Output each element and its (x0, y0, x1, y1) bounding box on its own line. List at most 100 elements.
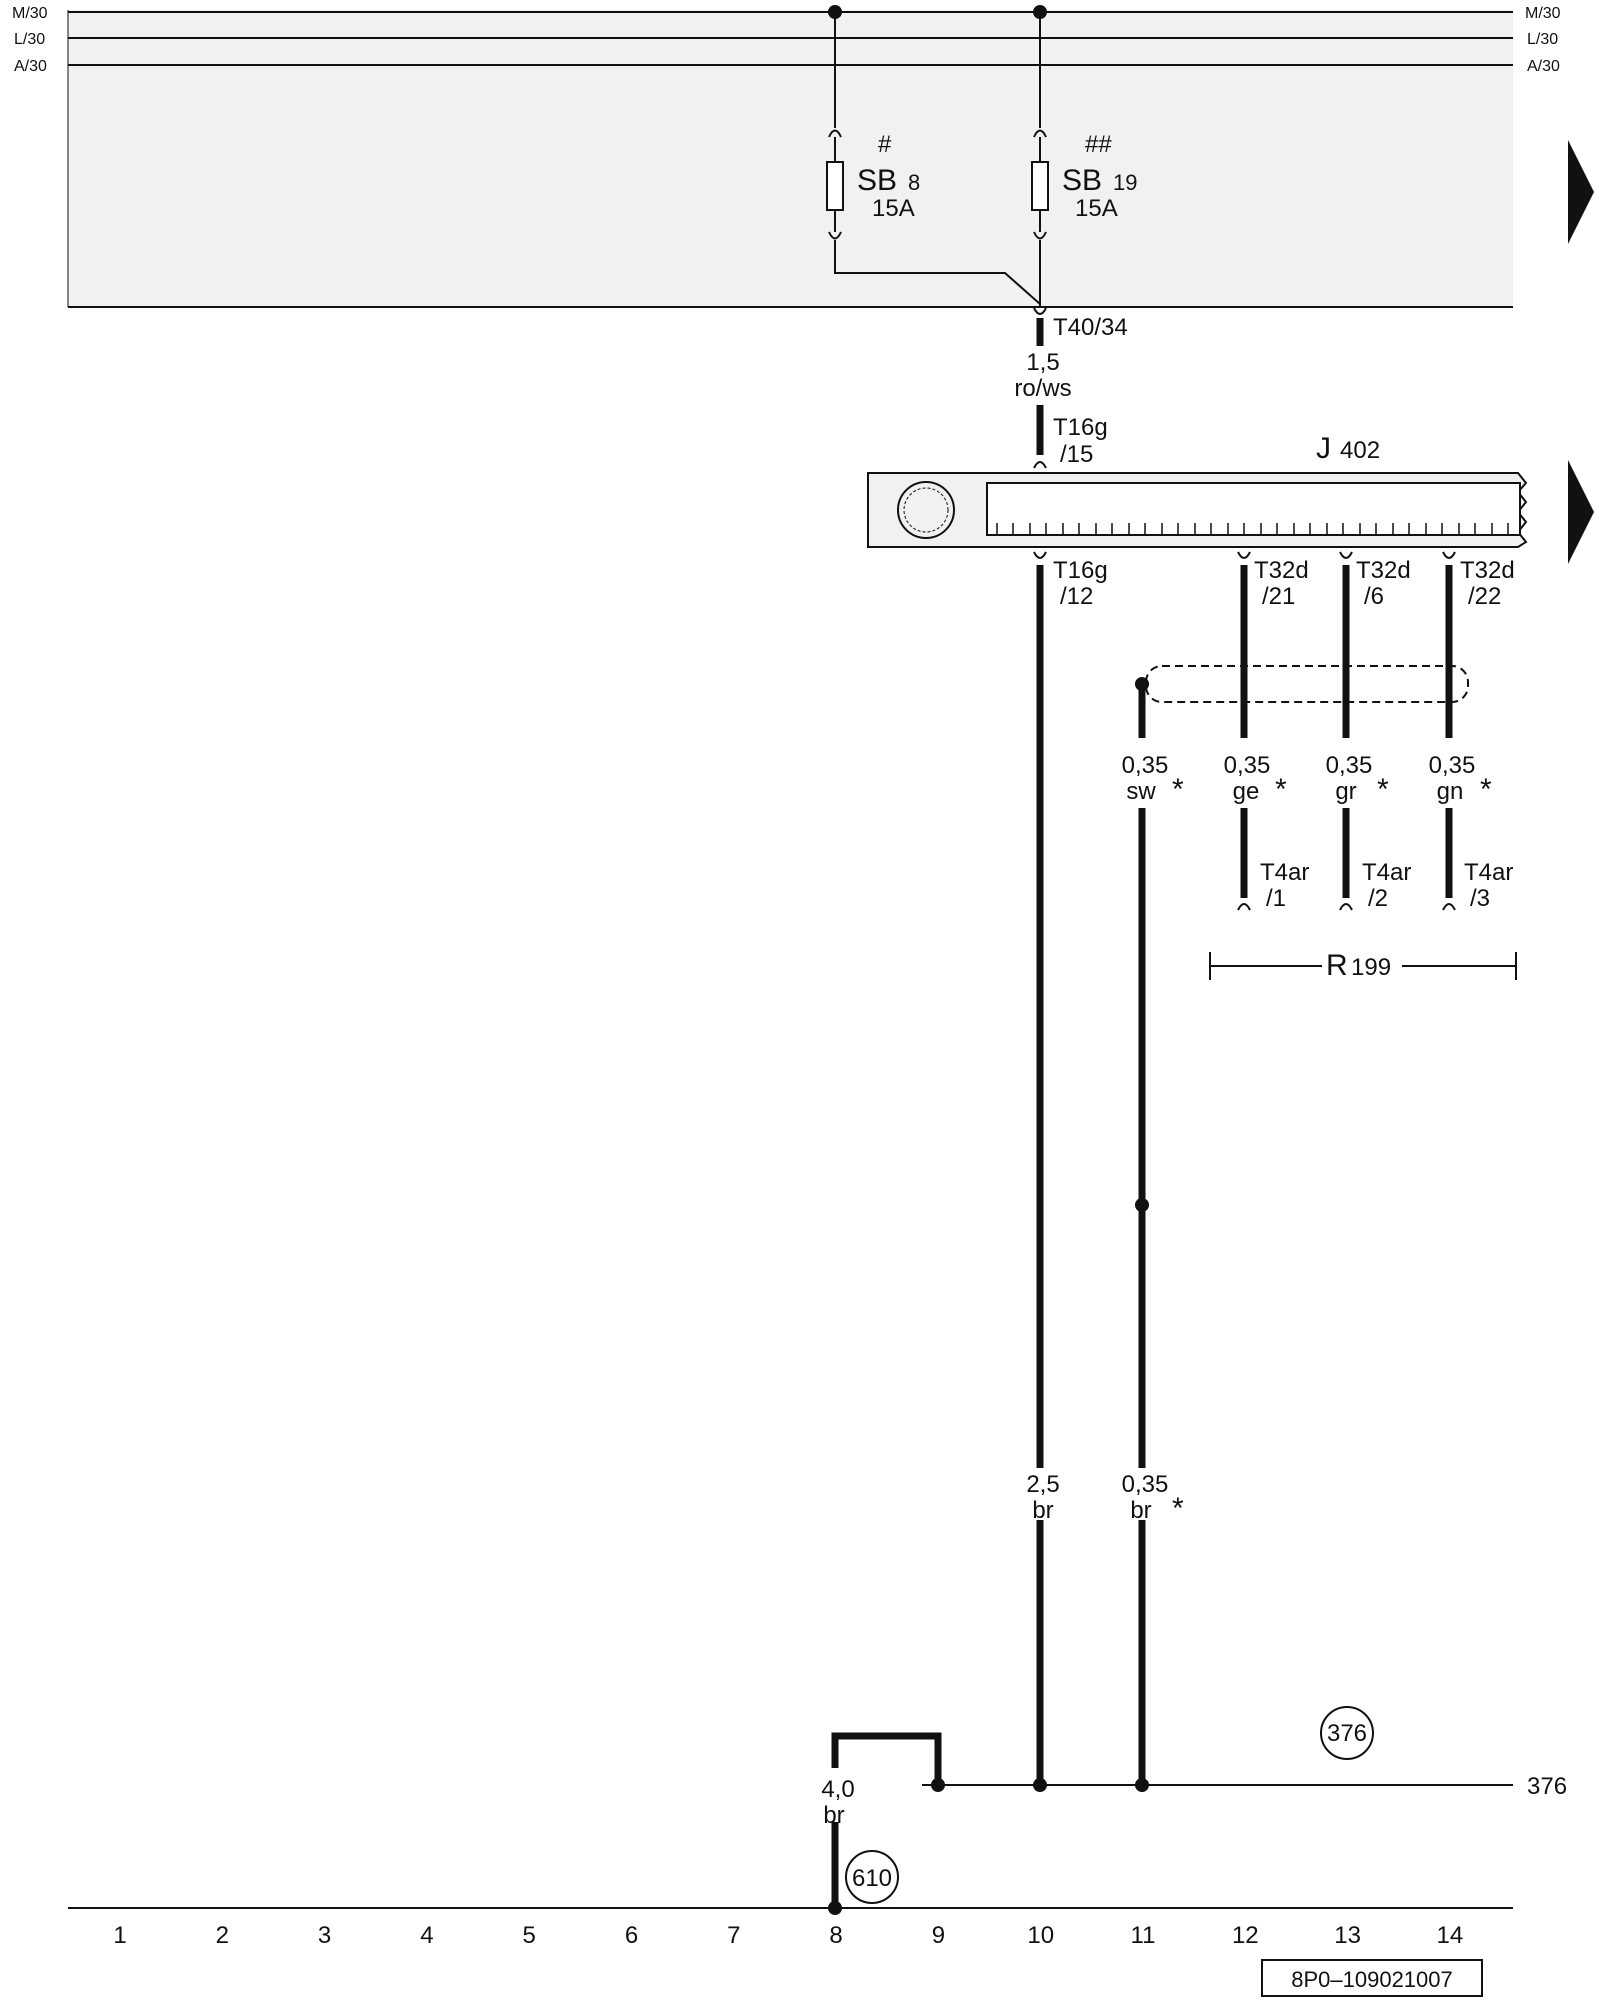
sensor-r199-name: R (1326, 949, 1348, 982)
wire-gn-size: 0,35 (1429, 752, 1476, 779)
module-j402-housing-circle-inner (903, 487, 949, 533)
fuse-sb19-number: 19 (1113, 170, 1137, 195)
column-number-2: 2 (216, 1922, 229, 1949)
connector-t40-contact (1033, 307, 1047, 315)
fuse-sb8-rating: 15A (872, 195, 915, 222)
column-number-4: 4 (420, 1922, 433, 1949)
fuse-sb19-contact-top (1033, 129, 1047, 138)
module-j402-housing-circle (897, 481, 955, 539)
wire-ge-size: 0,35 (1224, 752, 1271, 779)
rail-label-left-a30: A/30 (14, 58, 47, 75)
rail-label-right-m30: M/30 (1525, 5, 1561, 22)
rail-label-right-a30: A/30 (1527, 58, 1560, 75)
ground-point-610-label: 610 (852, 1865, 892, 1892)
ground-line-376-label: 376 (1527, 1773, 1567, 1800)
connector-t40-label: T40/34 (1053, 314, 1128, 341)
connector-t32d-21-label-a: T32d (1254, 557, 1309, 584)
column-number-7: 7 (727, 1922, 740, 1949)
rail-label-left-m30: M/30 (12, 5, 48, 22)
fuse-sb19-rating: 15A (1075, 195, 1118, 222)
column-number-12: 12 (1232, 1922, 1259, 1949)
wire-br11-size: 0,35 (1122, 1471, 1169, 1498)
connector-t16g-15-label-a: T16g (1053, 414, 1108, 441)
fuse-sb19-contact-bottom (1033, 231, 1047, 240)
wire-br10-size: 2,5 (1026, 1471, 1059, 1498)
wire-main-color: ro/ws (1014, 375, 1071, 402)
column-number-3: 3 (318, 1922, 331, 1949)
wire-sw-color: sw (1126, 778, 1156, 805)
rail-label-left-l30: L/30 (14, 31, 45, 48)
wire-ge-star: * (1275, 773, 1287, 806)
continuation-arrow-top (1568, 140, 1594, 244)
connector-t16g-12-contact (1033, 551, 1047, 559)
fuse-panel-area (68, 10, 1513, 307)
wire-br8-size: 4,0 (821, 1776, 854, 1803)
connector-t32d-6-label-a: T32d (1356, 557, 1411, 584)
fuse-sb8 (826, 161, 844, 211)
ground-point-610-circle (845, 1850, 899, 1904)
wire-gr-size: 0,35 (1326, 752, 1373, 779)
wire-br8-bridge (831, 1732, 942, 1782)
fuse-sb8-name: SB (857, 164, 897, 197)
fuse-sb8-contact-top (828, 129, 842, 138)
connector-t32d-22-label-a: T32d (1460, 557, 1515, 584)
column-number-8: 8 (829, 1922, 842, 1949)
cable-screen (1145, 665, 1469, 703)
connector-t32d-22-contact (1442, 551, 1456, 559)
connector-t4ar-2-label-a: T4ar (1362, 859, 1411, 886)
wire-gn-star: * (1480, 773, 1492, 806)
junction-dot-col11-mid (1135, 1198, 1149, 1212)
fuse-sb19 (1031, 161, 1049, 211)
column-number-11: 11 (1131, 1922, 1156, 1949)
column-number-13: 13 (1334, 1922, 1361, 1949)
column-number-1: 1 (113, 1922, 126, 1949)
connector-t4ar-2-label-b: /2 (1368, 885, 1388, 912)
column-number-6: 6 (625, 1922, 638, 1949)
wire-main-size: 1,5 (1026, 349, 1059, 376)
module-j402-connector-strip (986, 482, 1521, 536)
wire-gn-color: gn (1437, 778, 1464, 805)
wire-br11-color: br (1130, 1497, 1151, 1524)
connector-t4ar-3-contact (1442, 903, 1456, 911)
column-number-10: 10 (1027, 1922, 1054, 1949)
connector-t4ar-1-contact (1237, 903, 1251, 911)
connector-t16g-15-contact (1033, 461, 1047, 469)
wire-sw-size: 0,35 (1122, 752, 1169, 779)
fuse-sb8-mark: # (878, 131, 892, 158)
connector-t16g-12-label-a: T16g (1053, 557, 1108, 584)
connector-t4ar-3-label-b: /3 (1470, 885, 1490, 912)
column-number-14: 14 (1437, 1922, 1464, 1949)
module-j402-name: J (1316, 432, 1331, 465)
wire-sb8-to-junction (834, 240, 1041, 305)
wire-gr-star: * (1377, 773, 1389, 806)
doc-id-text: 8P0–109021007 (1291, 1967, 1453, 1992)
module-j402-number: 402 (1340, 437, 1380, 464)
junction-dot-376-col11 (1135, 1778, 1149, 1792)
doc-id-box (1261, 1959, 1483, 1997)
connector-t32d-22-label-b: /22 (1468, 583, 1501, 610)
connector-t4ar-3-label-a: T4ar (1464, 859, 1513, 886)
ground-point-376-label: 376 (1327, 1720, 1367, 1747)
continuation-arrow-module (1568, 460, 1594, 564)
wire-br11-star: * (1172, 1492, 1184, 1525)
wire-ge-color: ge (1233, 778, 1260, 805)
fuse-sb8-number: 8 (908, 170, 920, 195)
connector-t4ar-1-label-b: /1 (1266, 885, 1286, 912)
connector-t32d-21-label-b: /21 (1262, 583, 1295, 610)
column-number-9: 9 (932, 1922, 945, 1949)
connector-t32d-6-label-b: /6 (1364, 583, 1384, 610)
wire-br10-color: br (1032, 1497, 1053, 1524)
ground-point-376-circle (1320, 1706, 1374, 1760)
connector-t16g-15-label-b: /15 (1060, 441, 1093, 468)
wire-gr-color: gr (1335, 778, 1356, 805)
module-j402-pin-ticks (996, 523, 1509, 535)
fuse-sb8-contact-bottom (828, 231, 842, 240)
sensor-r199-number: 199 (1351, 954, 1391, 981)
column-number-5: 5 (523, 1922, 536, 1949)
connector-t16g-12-label-b: /12 (1060, 583, 1093, 610)
rail-label-right-l30: L/30 (1527, 31, 1558, 48)
junction-dot-376-col10 (1033, 1778, 1047, 1792)
wire-br8-color: br (823, 1802, 844, 1829)
